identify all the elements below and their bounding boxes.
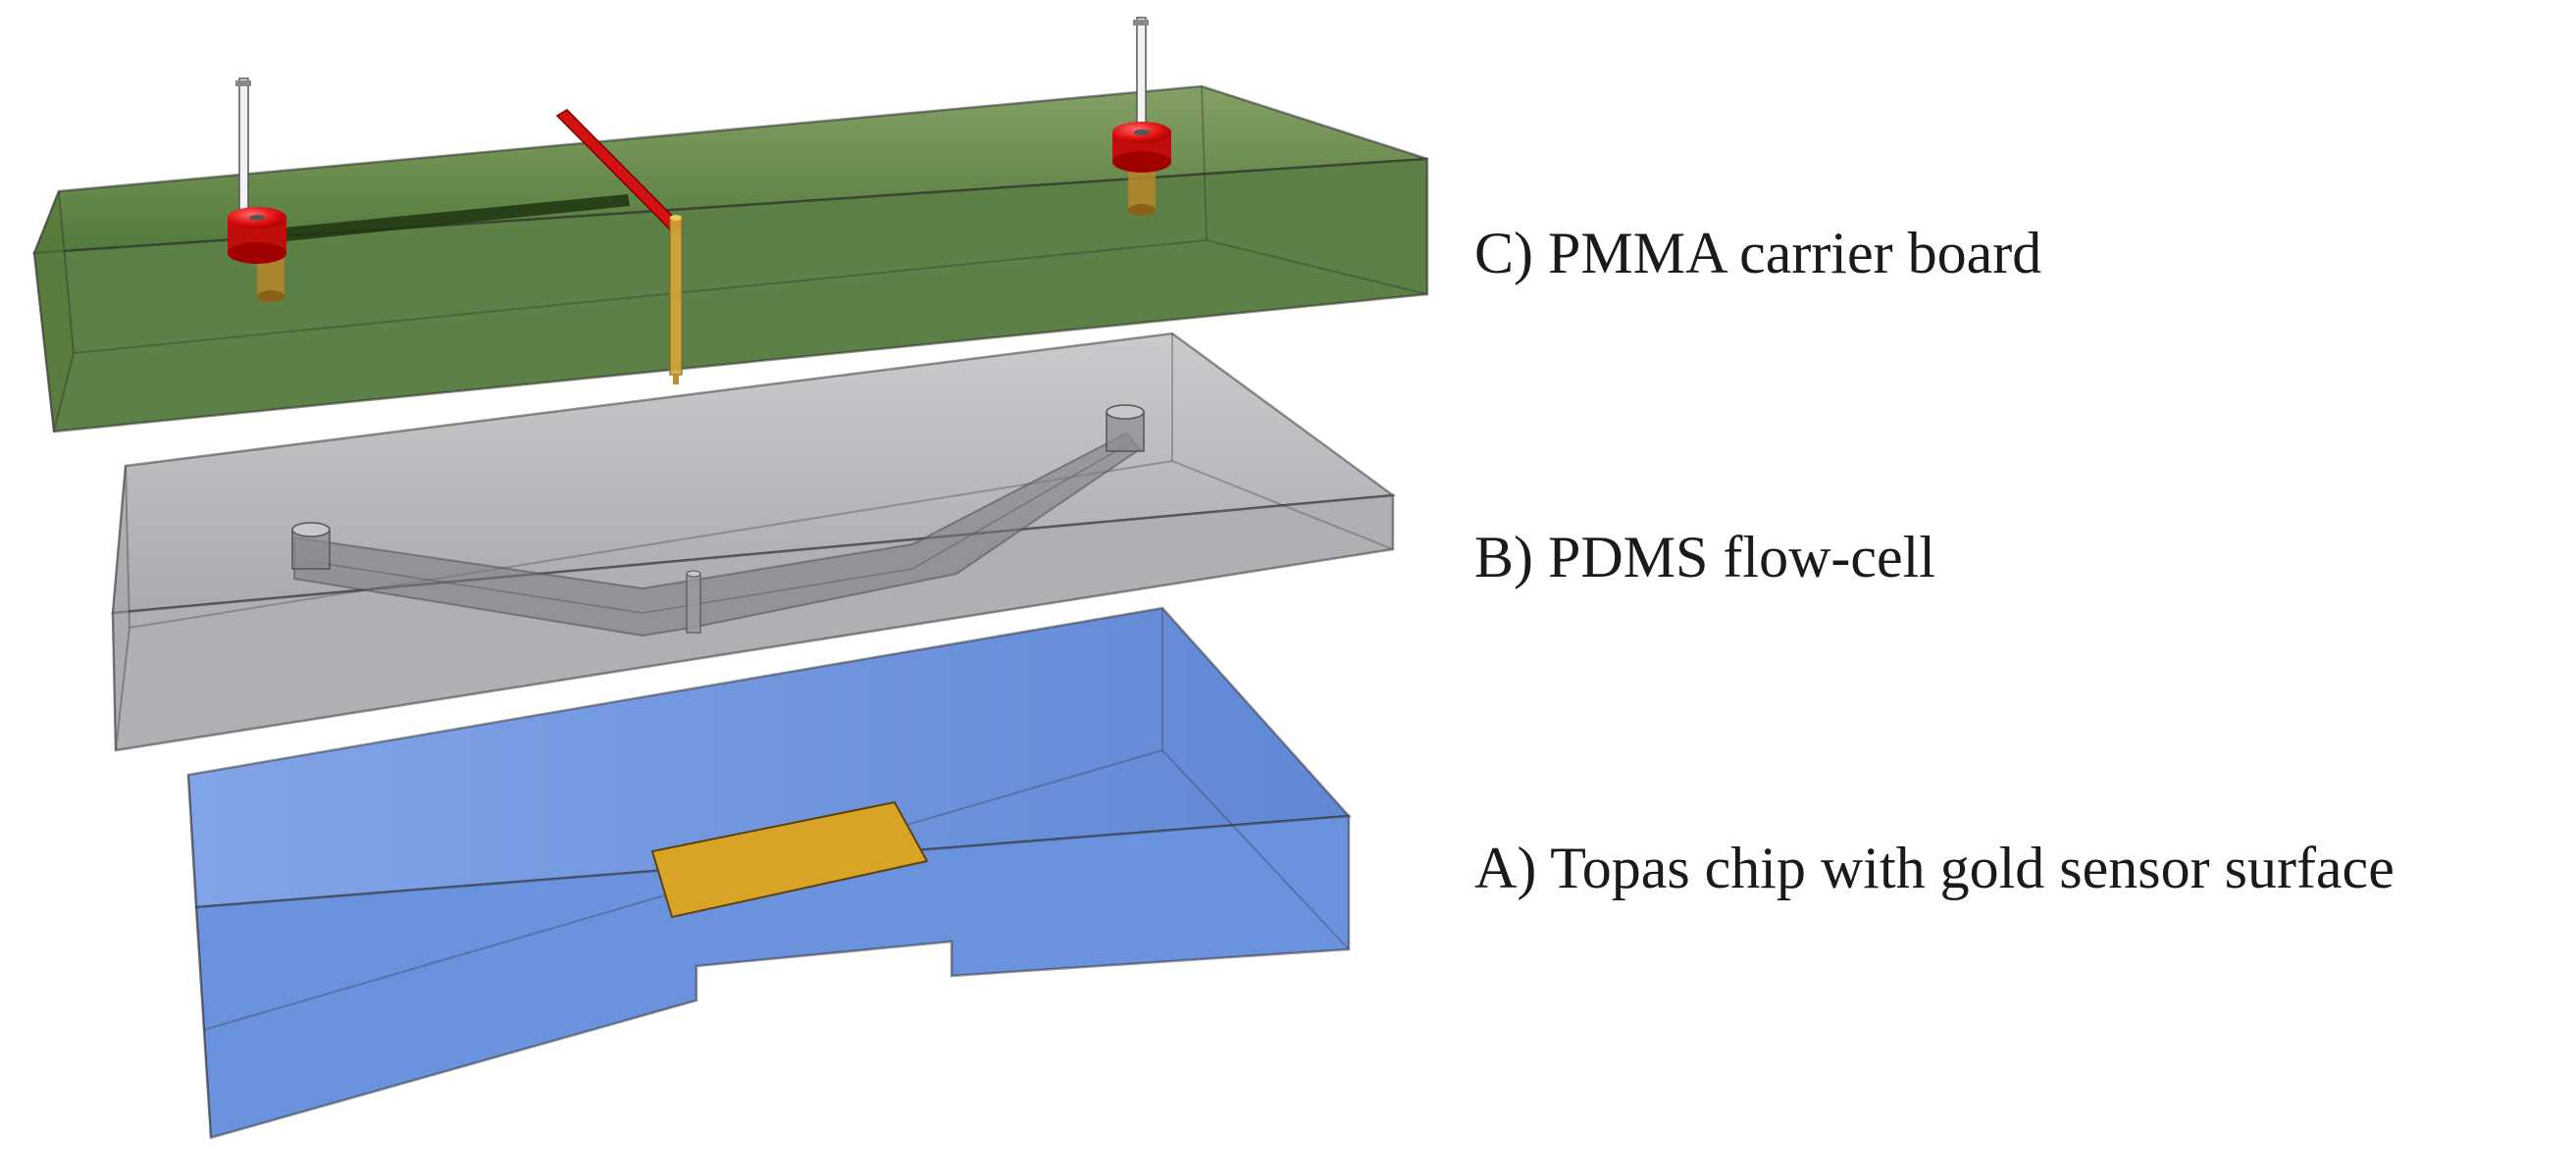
right-tubing-tip — [1133, 20, 1149, 26]
pdms-flow-cell — [111, 332, 1397, 752]
label-pdms-flow-cell: B) PDMS flow-cell — [1474, 525, 1935, 589]
pmma-hidden-edge-vert — [1201, 85, 1208, 241]
pmma-left-face — [32, 190, 76, 433]
pdms-flow-channel-edge — [293, 440, 1134, 614]
left-tubing-tip — [235, 80, 251, 86]
left-fluid-connector — [228, 207, 286, 302]
topas-hidden-edge — [203, 748, 1350, 1031]
pmma-carrier-board — [32, 17, 1429, 434]
pmma-hidden-edge — [73, 238, 1428, 354]
pdms-inlet-well — [291, 522, 331, 570]
label-topas-chip: A) Topas chip with gold sensor surface — [1474, 836, 2395, 900]
pdms-center-port — [686, 570, 701, 634]
topas-chip — [186, 606, 1352, 1140]
pmma-front-face — [32, 157, 1429, 434]
topas-front-face — [194, 814, 1351, 1140]
gold-contact-pin — [669, 215, 683, 384]
pdms-outlet-well — [1106, 404, 1145, 452]
pmma-channel — [284, 194, 630, 241]
right-fluid-connector — [1112, 122, 1171, 216]
pdms-flow-channel — [293, 432, 1142, 638]
gold-sensor-surface — [650, 800, 929, 919]
label-pmma-carrier-board: C) PMMA carrier board — [1474, 221, 2042, 285]
pdms-left-face — [111, 465, 131, 751]
topas-left-face — [187, 774, 212, 1139]
